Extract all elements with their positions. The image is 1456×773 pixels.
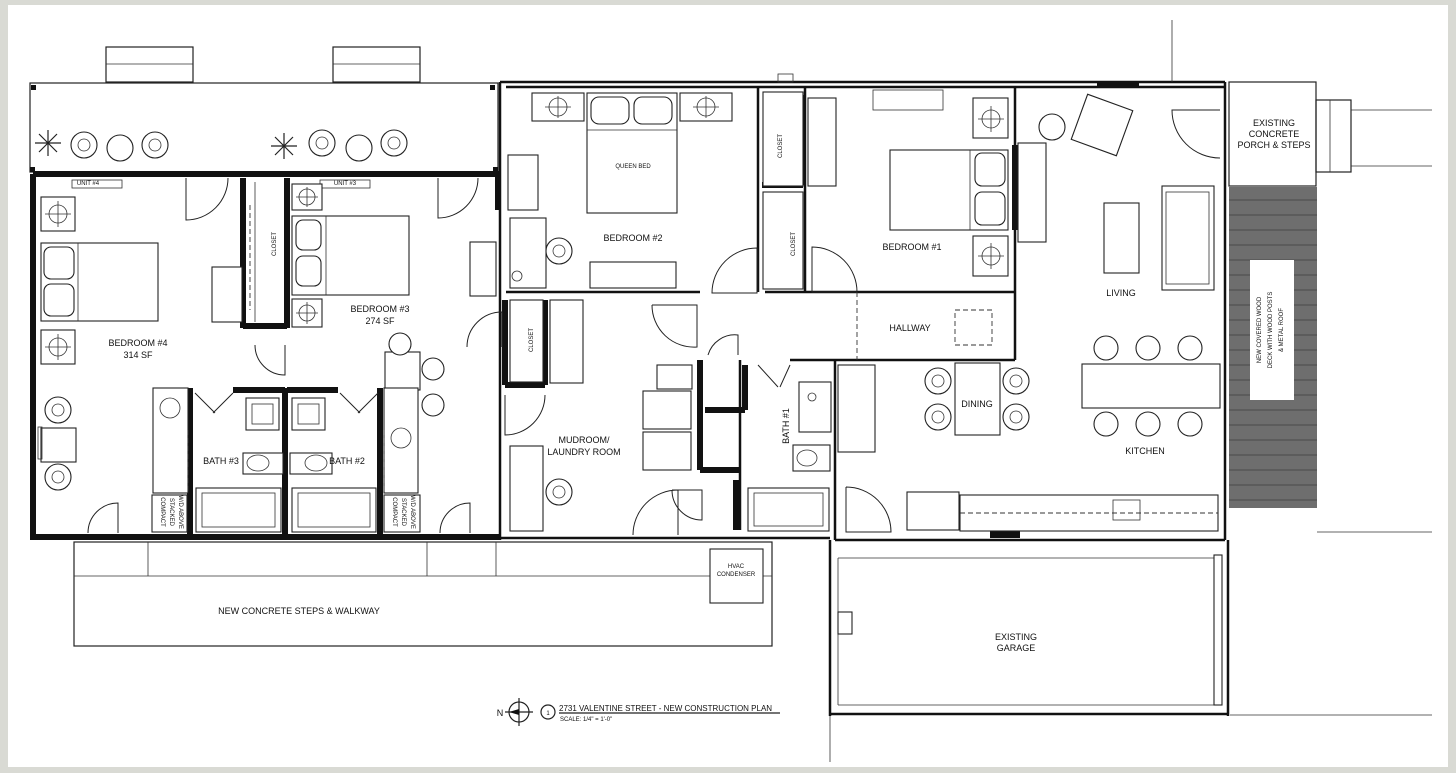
washer-label-3: W/D ABOVE xyxy=(177,495,183,529)
plant-icon xyxy=(271,133,297,159)
drawing-number: 1 xyxy=(546,711,550,717)
closet-label-d: CLOSET xyxy=(529,328,535,352)
bedroom-1-label: BEDROOM #1 xyxy=(882,242,941,252)
closet-a: CLOSET xyxy=(249,182,278,322)
bedroom-4: BEDROOM #4 314 SF UNIT #4 COMPACT STACKE… xyxy=(37,177,286,534)
washer-label-b3: W/D ABOVE xyxy=(409,495,415,529)
unit-4-label: UNIT #4 xyxy=(77,181,100,187)
bath-1: BATH #1 xyxy=(747,381,832,532)
title-block: N 1 2731 VALENTINE STREET - NEW CONSTRUC… xyxy=(497,698,780,726)
living-kitchen: LIVING KITCHEN xyxy=(845,93,1221,533)
garage-label-1: EXISTING xyxy=(995,632,1037,642)
bath-1-label: BATH #1 xyxy=(781,408,791,444)
deck-label-1: NEW COVERED WOOD xyxy=(1257,296,1263,363)
closet-b: CLOSET CLOSET xyxy=(762,73,804,290)
bedroom-4-label: BEDROOM #4 xyxy=(108,338,167,348)
baths-3-2: BATH #3 BATH #2 xyxy=(194,392,379,533)
bedroom-2-label: BEDROOM #2 xyxy=(603,233,662,243)
washer-label: COMPACT xyxy=(159,497,165,527)
existing-porch-label-1: EXISTING xyxy=(1253,118,1295,128)
deck-label-3: & METAL ROOF xyxy=(1279,308,1285,352)
west-wing-walls xyxy=(30,171,501,540)
hvac-label-2: CONDENSER xyxy=(717,572,756,578)
washer-label-2: STACKED xyxy=(168,498,174,527)
bedroom-3-area: 274 SF xyxy=(365,316,395,326)
south-walkway: HVAC CONDENSER NEW CONCRETE STEPS & WALK… xyxy=(73,541,773,647)
bedroom-2: QUEEN BED BEDROOM #2 xyxy=(507,92,758,294)
unit-3-label: UNIT #3 xyxy=(334,181,357,187)
north-label: N xyxy=(497,708,504,718)
bedroom-3-label: BEDROOM #3 xyxy=(350,304,409,314)
dining-label: DINING xyxy=(961,399,993,409)
existing-porch-label-3: PORCH & STEPS xyxy=(1237,140,1310,150)
bedroom-3: BEDROOM #3 274 SF UNIT #3 COMPACT STACKE… xyxy=(291,177,497,534)
bath-2-label: BATH #2 xyxy=(329,456,365,466)
washer-label-b2: STACKED xyxy=(400,498,406,527)
drawing-scale: SCALE: 1/4" = 1'-0" xyxy=(560,717,612,723)
garage-label-2: GARAGE xyxy=(997,643,1036,653)
washer-label-b: COMPACT xyxy=(391,497,397,527)
east-deck: EXISTING CONCRETE PORCH & STEPS NEW COVE… xyxy=(1171,20,1432,716)
closet-label-c: CLOSET xyxy=(791,232,797,256)
hvac-label-1: HVAC xyxy=(728,564,745,570)
hallway-dining: HALLWAY DINING xyxy=(651,292,1030,453)
drawing-title: 2731 VALENTINE STREET - NEW CONSTRUCTION… xyxy=(559,704,772,713)
deck-label-2: DECK WITH WOOD POSTS xyxy=(1268,292,1274,369)
living-label: LIVING xyxy=(1106,288,1136,298)
porch-steps xyxy=(105,46,421,83)
bath-3-label: BATH #3 xyxy=(203,456,239,466)
closet-label-b: CLOSET xyxy=(778,134,784,158)
laundry-label: LAUNDRY ROOM xyxy=(547,447,620,457)
kitchen-label: KITCHEN xyxy=(1125,446,1165,456)
closet-label: CLOSET xyxy=(272,232,278,256)
bedroom-4-area: 314 SF xyxy=(123,350,153,360)
existing-porch-label-2: CONCRETE xyxy=(1249,129,1300,139)
mudroom-label: MUDROOM/ xyxy=(559,435,610,445)
mudroom: CLOSET MUDROOM/ LAUNDRY ROOM xyxy=(466,299,703,536)
hallway-label: HALLWAY xyxy=(889,323,930,333)
plant-icon xyxy=(35,130,61,156)
queen-bed-label: QUEEN BED xyxy=(615,164,651,170)
covered-porch xyxy=(29,82,499,173)
garage: EXISTING GARAGE xyxy=(828,540,1230,762)
walkway-label: NEW CONCRETE STEPS & WALKWAY xyxy=(218,606,380,616)
bedroom-1: BEDROOM #1 xyxy=(807,89,1009,293)
north-arrow-icon xyxy=(505,698,533,726)
